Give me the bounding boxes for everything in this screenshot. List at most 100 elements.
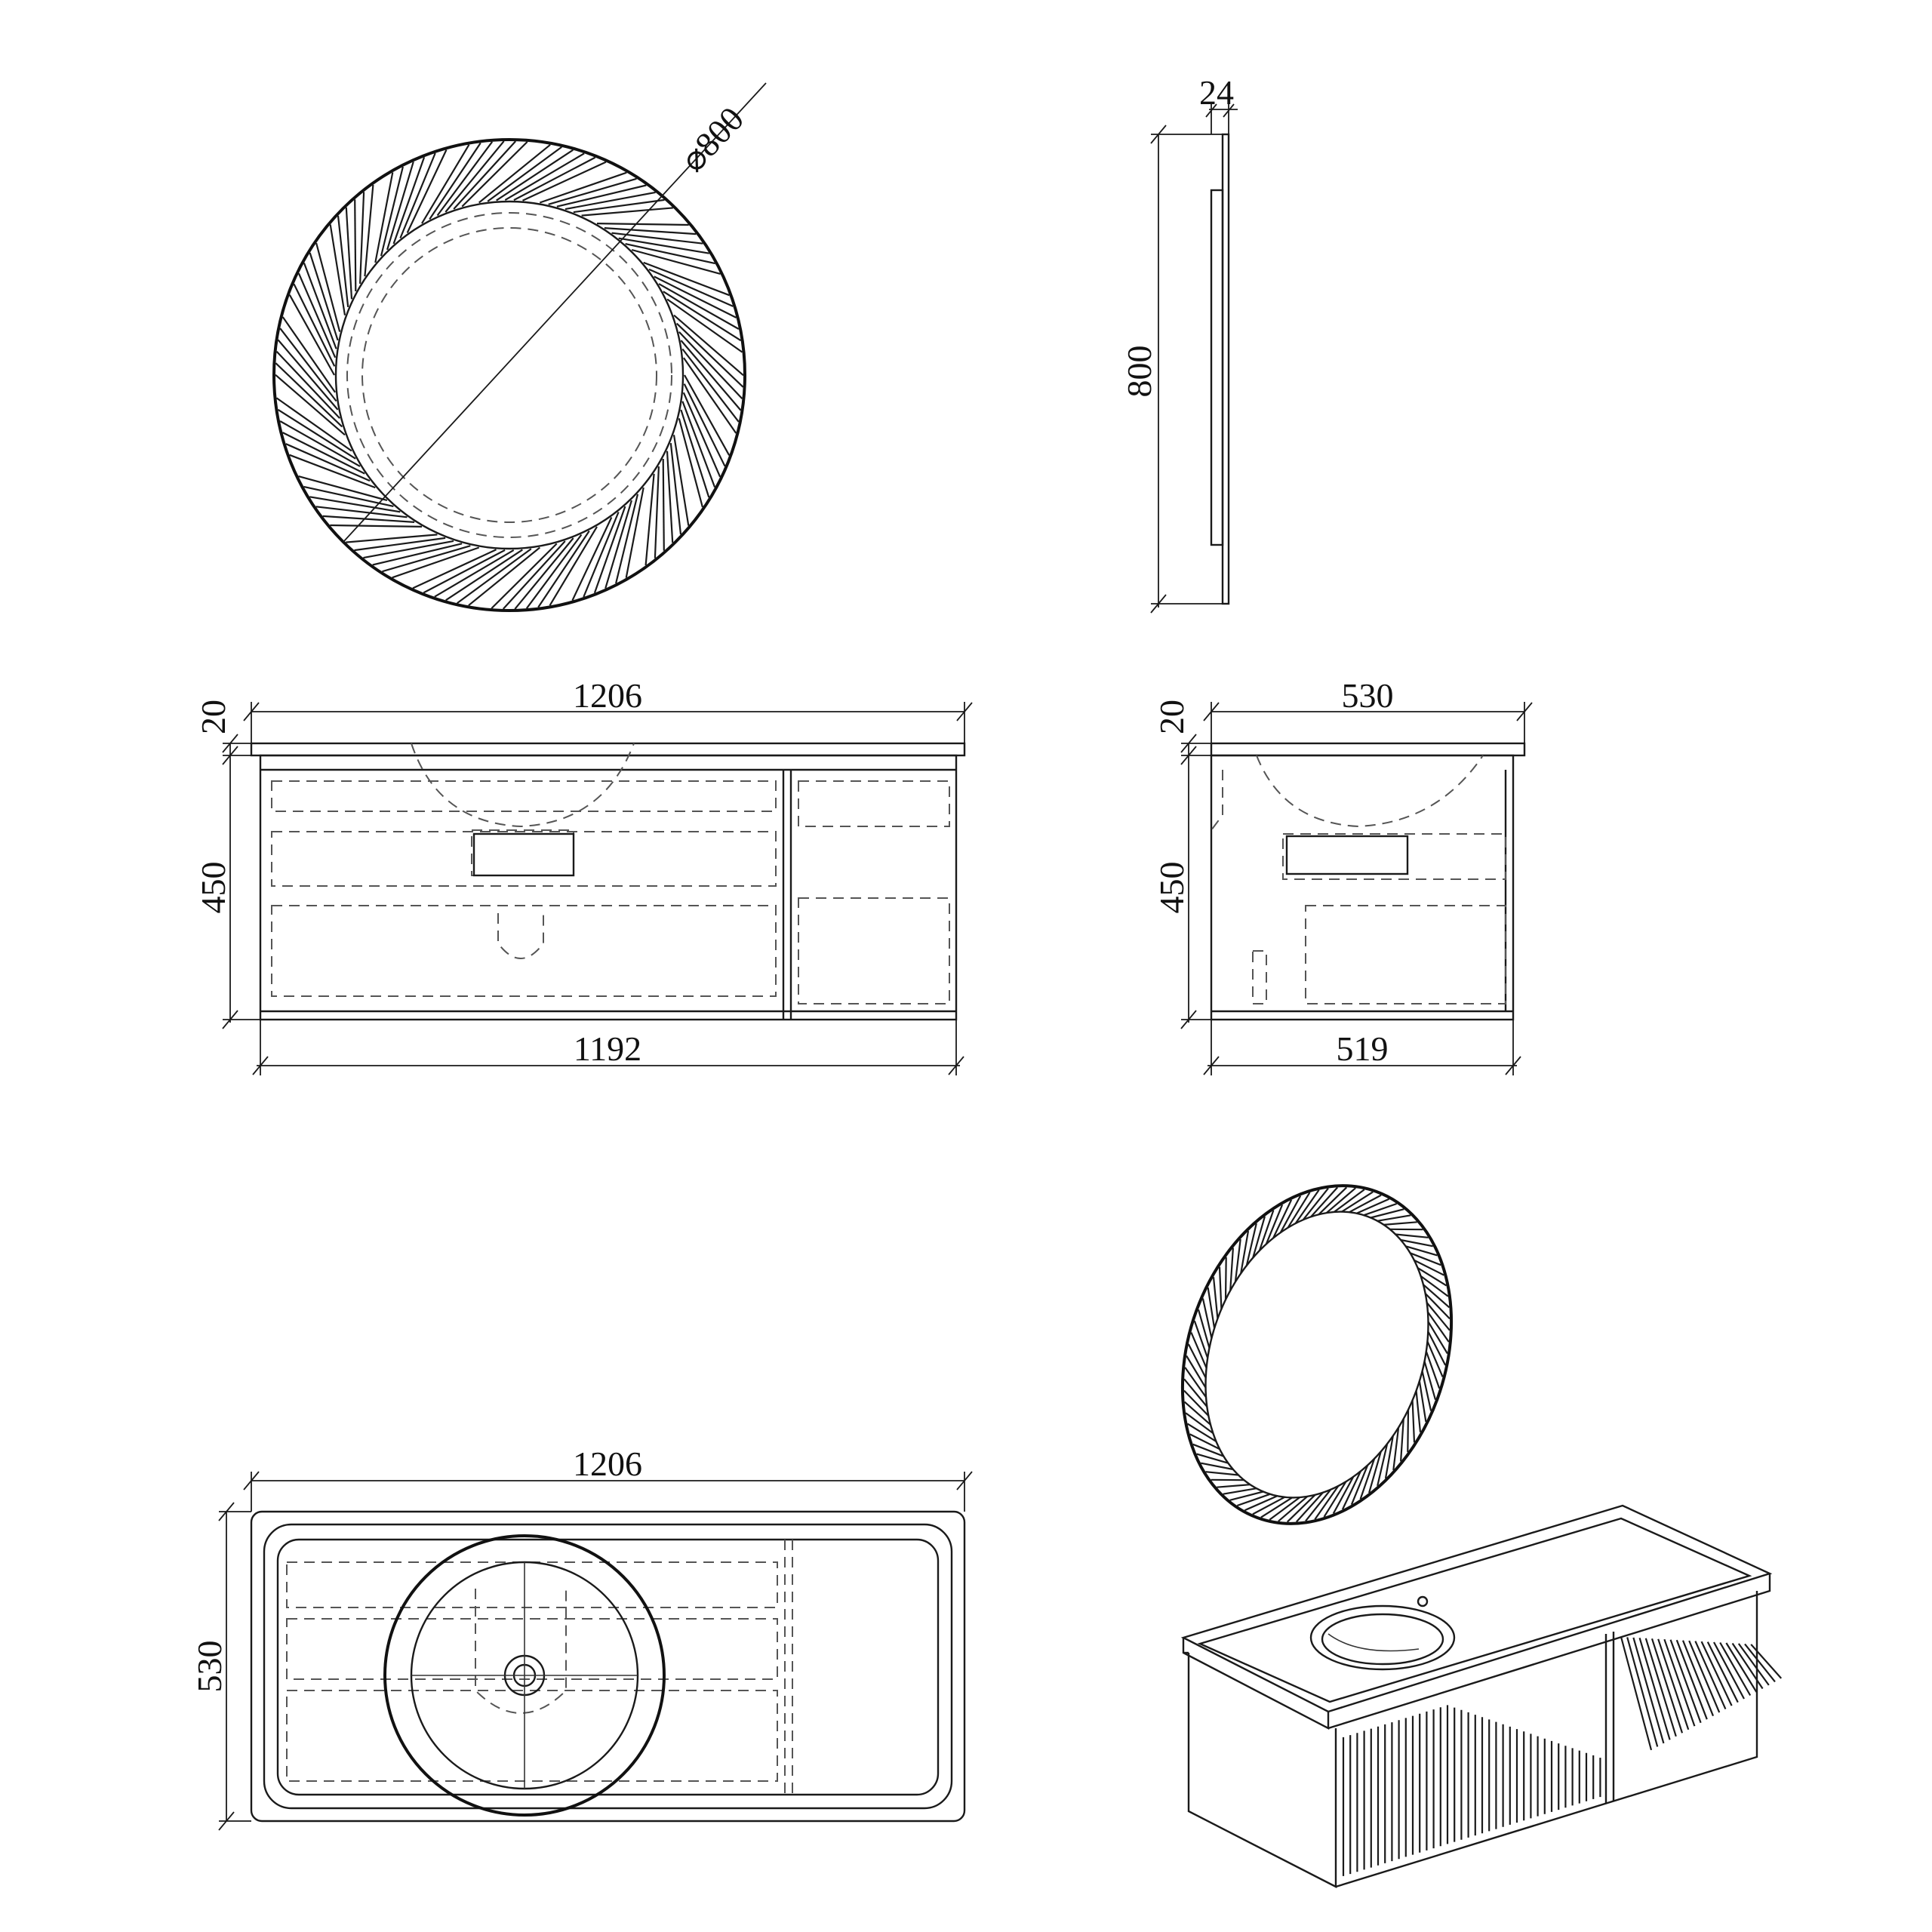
hatch-stroke xyxy=(487,146,562,202)
side-top-thickness-label: 20 xyxy=(1152,700,1191,734)
hatch-stroke xyxy=(372,543,463,566)
hatch-stroke xyxy=(309,252,339,341)
hatch-stroke xyxy=(1223,1487,1257,1495)
hatch-stroke xyxy=(625,487,645,578)
hatch-stroke xyxy=(1370,1208,1404,1219)
hatch-stroke xyxy=(1363,1202,1398,1217)
hatch-stroke xyxy=(282,432,365,475)
hatch-stroke xyxy=(1706,1641,1739,1703)
hatch-stroke xyxy=(363,540,454,559)
hatch-stroke xyxy=(583,512,620,598)
hatch-stroke xyxy=(1713,1641,1745,1700)
top-view-depth-label: 530 xyxy=(190,1641,229,1693)
front-top-thickness-label: 20 xyxy=(194,700,232,734)
hatch-stroke xyxy=(1310,1186,1339,1218)
hatch-stroke xyxy=(618,237,709,254)
hatch-stroke xyxy=(461,141,528,208)
hatch-stroke xyxy=(1657,1638,1690,1730)
cabinet-body xyxy=(259,754,958,1021)
basin-rim xyxy=(383,1534,666,1817)
front-top-width-label: 1206 xyxy=(573,676,642,715)
hatch-stroke xyxy=(1694,1641,1727,1710)
hatch-stroke xyxy=(1305,1489,1332,1522)
cabinet-top-view: 1206 530 xyxy=(190,1444,973,1831)
iso-cabinet-side xyxy=(1335,1591,1758,1888)
hatch-stroke xyxy=(315,506,408,518)
hatch-stroke xyxy=(285,443,371,482)
hatch-stroke xyxy=(1426,1302,1451,1331)
hatch-stroke xyxy=(1201,1298,1213,1339)
hatch-stroke xyxy=(1318,1186,1348,1216)
hatch-stroke xyxy=(1669,1639,1702,1724)
hatch-stroke xyxy=(1192,1443,1224,1457)
hatch-stroke xyxy=(522,161,607,202)
side-countertop-profile xyxy=(1210,742,1526,757)
hatch-stroke xyxy=(1719,1641,1752,1697)
iso-countertop-top xyxy=(1180,1504,1773,1713)
iso-mirror-outer xyxy=(1180,1184,1454,1525)
mirror-back-plate xyxy=(1210,189,1224,546)
hatch-stroke xyxy=(491,543,558,609)
hatch-stroke xyxy=(275,351,340,419)
hatch-stroke xyxy=(1260,1497,1293,1518)
hatch-stroke xyxy=(423,549,506,594)
hatch-stroke xyxy=(382,545,471,573)
hatch-stroke xyxy=(329,224,346,315)
hatch-stroke xyxy=(468,546,540,607)
hatch-stroke xyxy=(421,144,470,224)
hatch-stroke xyxy=(1218,1266,1223,1309)
front-body-width-label: 1192 xyxy=(574,1029,641,1068)
hatch-stroke xyxy=(1205,1471,1239,1476)
hatch-stroke xyxy=(1414,1259,1444,1276)
hatch-stroke xyxy=(669,442,682,535)
side-cabinet-body xyxy=(1210,754,1515,1021)
iso-mirror xyxy=(1180,1184,1454,1525)
hatch-stroke xyxy=(1731,1642,1764,1690)
hatch-stroke xyxy=(1186,1423,1217,1442)
hatch-stroke xyxy=(281,316,337,393)
hatch-stroke xyxy=(513,156,596,202)
hatch-stroke xyxy=(658,283,740,330)
hatch-stroke xyxy=(1663,1638,1696,1727)
hatch-stroke xyxy=(504,152,585,202)
hatch-stroke xyxy=(277,339,339,411)
hatch-stroke xyxy=(1217,1484,1251,1488)
mirror-inner-edge xyxy=(334,200,685,550)
hatch-stroke xyxy=(684,374,731,456)
mirror-frame-hatch xyxy=(275,140,744,610)
hatch-stroke xyxy=(354,537,446,552)
hatch-stroke xyxy=(502,540,566,610)
hatch-stroke xyxy=(556,184,647,208)
hatch-stroke xyxy=(681,348,740,423)
hatch-stroke xyxy=(1184,1367,1207,1398)
hatch-stroke xyxy=(330,524,423,528)
hatch-stroke xyxy=(605,500,632,589)
mirror-side-view: 24 800 xyxy=(1120,73,1238,614)
hatch-stroke xyxy=(1265,1204,1284,1245)
hatch-stroke xyxy=(682,357,737,434)
cabinet-side-view: 530 20 450 519 xyxy=(1152,676,1533,1075)
hatch-stroke xyxy=(678,331,743,399)
hatch-stroke xyxy=(596,223,689,226)
hatch-stroke xyxy=(1700,1641,1733,1706)
hatch-stroke xyxy=(1425,1351,1441,1389)
hatch-stroke xyxy=(429,142,481,220)
hatch-stroke xyxy=(643,261,730,297)
hatch-stroke xyxy=(666,298,743,353)
side-top-depth-label: 530 xyxy=(1342,676,1394,715)
hatch-stroke xyxy=(1377,1444,1389,1487)
hatch-stroke xyxy=(315,242,341,332)
hatch-stroke xyxy=(1750,1644,1783,1679)
hatch-stroke xyxy=(1200,1462,1234,1471)
hatch-stroke xyxy=(1383,1221,1417,1226)
hatch-stroke xyxy=(672,435,690,526)
top-view-width-label: 1206 xyxy=(573,1444,642,1483)
hatch-stroke xyxy=(654,275,737,318)
hatch-stroke xyxy=(1356,1198,1390,1214)
hatch-stroke xyxy=(1415,1390,1422,1432)
front-body-height-label: 450 xyxy=(194,862,232,914)
hatch-stroke xyxy=(1426,1340,1444,1377)
hatch-stroke xyxy=(1252,1216,1266,1259)
hatch-stroke xyxy=(673,314,744,377)
